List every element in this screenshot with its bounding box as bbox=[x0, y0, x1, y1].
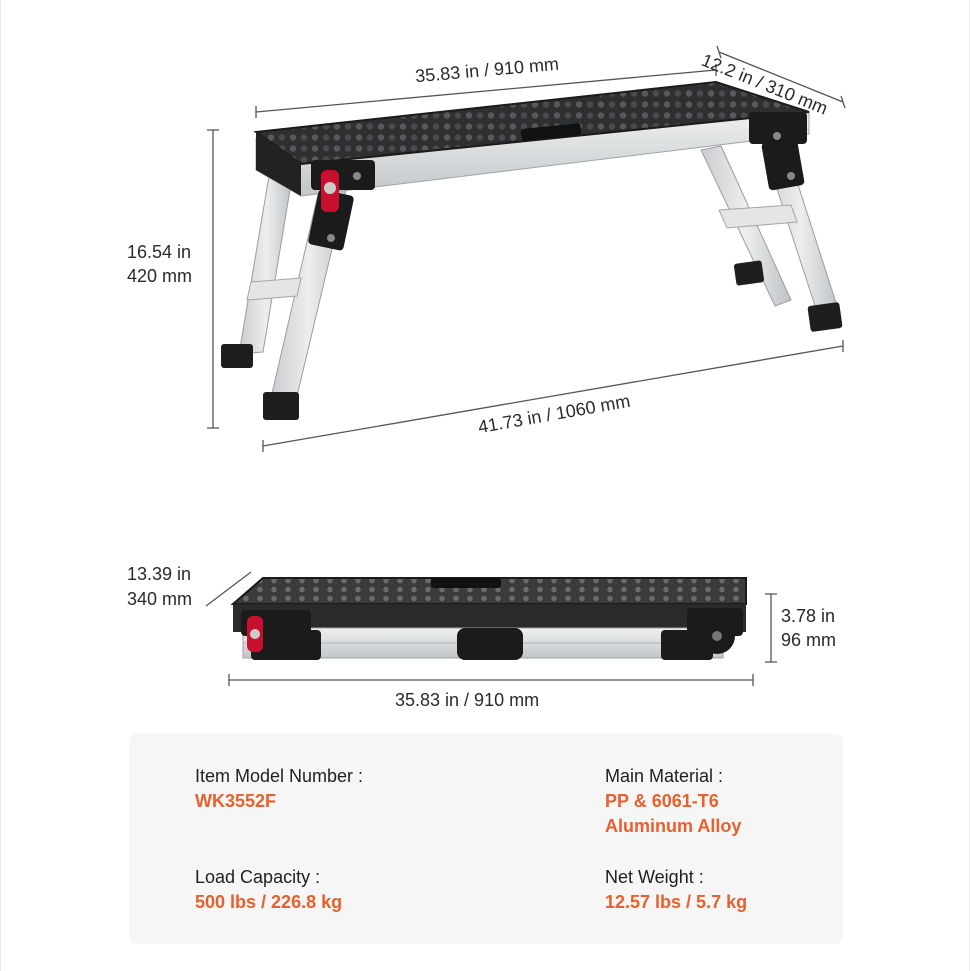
folded-depth-mm-label: 340 mm bbox=[127, 589, 193, 609]
height-in-label: 16.54 in bbox=[127, 242, 192, 262]
folded-platform bbox=[230, 577, 747, 660]
weight-value: 12.57 lbs / 5.7 kg bbox=[605, 892, 748, 912]
unfolded-platform bbox=[221, 80, 843, 420]
model-label: Item Model Number : bbox=[195, 766, 364, 786]
weight-spec: Net Weight : 12.57 lbs / 5.7 kg bbox=[605, 865, 747, 915]
capacity-value: 500 lbs / 226.8 kg bbox=[195, 892, 343, 912]
platform-illustration bbox=[205, 45, 846, 686]
material-label: Main Material : bbox=[605, 766, 724, 786]
dimension-lines bbox=[205, 45, 846, 686]
height-mm-label: 420 mm bbox=[127, 266, 193, 286]
weight-label: Net Weight : bbox=[605, 867, 704, 887]
model-spec: Item Model Number : WK3552F bbox=[195, 764, 363, 814]
material-spec: Main Material : PP & 6061-T6 Aluminum Al… bbox=[605, 764, 741, 839]
folded-height-in-label: 3.78 in bbox=[781, 606, 836, 626]
material-value: PP & 6061-T6 Aluminum Alloy bbox=[605, 791, 742, 836]
model-value: WK3552F bbox=[195, 791, 277, 811]
specifications-card: Item Model Number : WK3552F Main Materia… bbox=[129, 734, 843, 944]
capacity-spec: Load Capacity : 500 lbs / 226.8 kg bbox=[195, 865, 342, 915]
folded-length-label: 35.83 in / 910 mm bbox=[395, 690, 540, 710]
folded-depth-in-label: 13.39 in bbox=[127, 564, 192, 584]
capacity-label: Load Capacity : bbox=[195, 867, 321, 887]
folded-height-mm-label: 96 mm bbox=[781, 630, 837, 650]
